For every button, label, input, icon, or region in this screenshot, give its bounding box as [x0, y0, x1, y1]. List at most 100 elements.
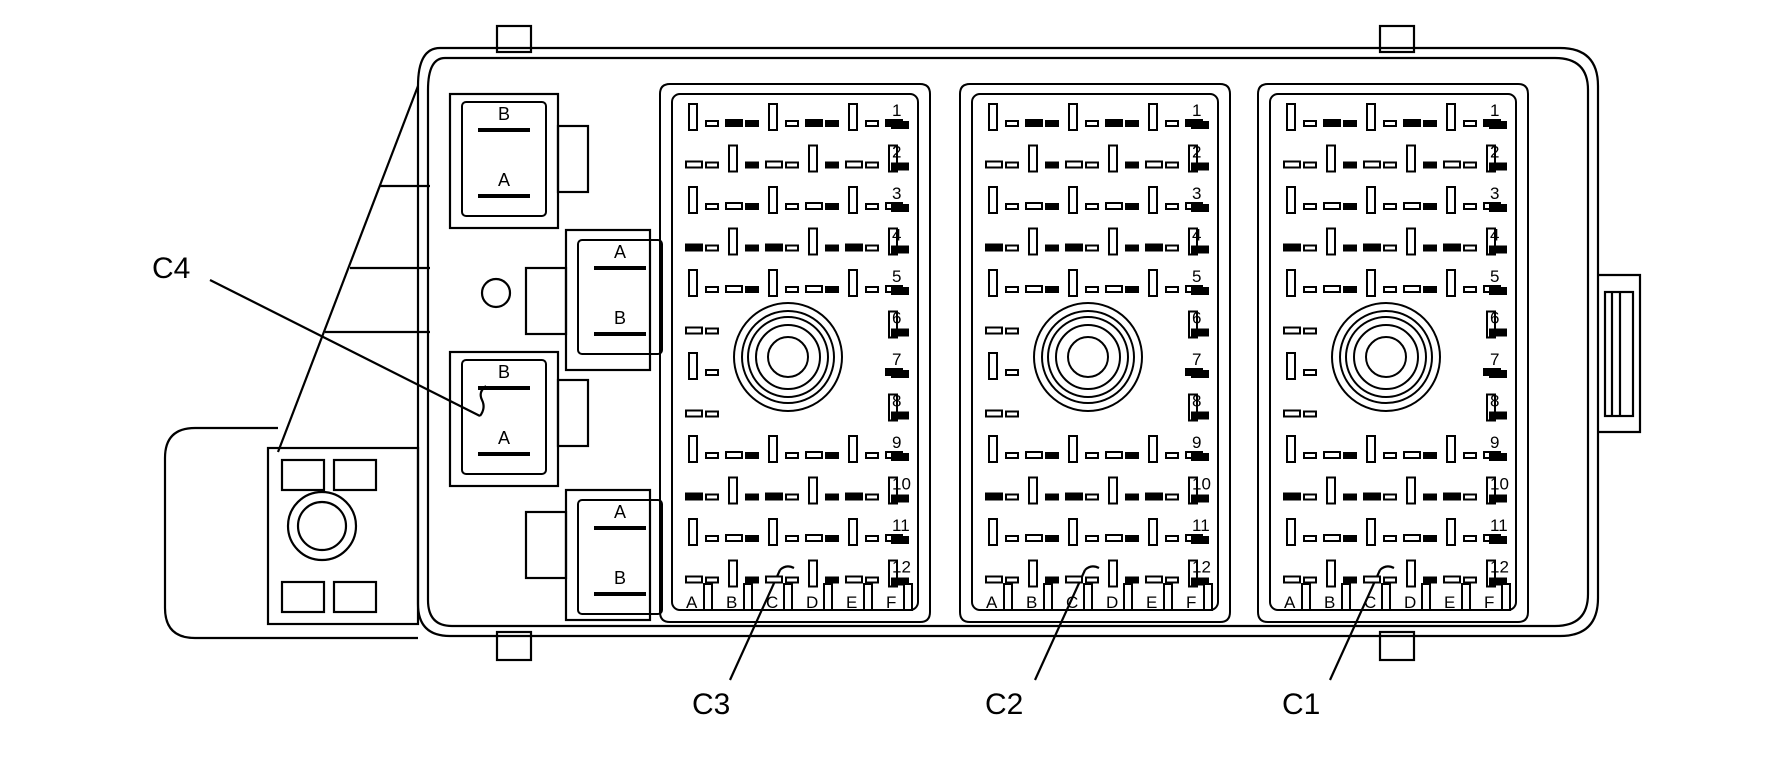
callout-c2: C2 [985, 688, 1023, 721]
terminal-slot [1341, 583, 1351, 611]
terminal-slot [1446, 435, 1456, 463]
terminal-slot [1005, 244, 1019, 252]
terminal-slot [1443, 243, 1461, 252]
connector-outer [659, 83, 931, 623]
c4-pin-label: A [498, 170, 510, 190]
left-block-bolt [286, 490, 358, 562]
terminal-slot [705, 203, 719, 210]
terminal-slot [1025, 285, 1043, 293]
row-label: 3 [1192, 184, 1201, 203]
terminal-slot [1403, 451, 1421, 459]
column-label: B [1324, 593, 1335, 612]
terminal-slot [891, 287, 909, 295]
connector-inner [971, 93, 1219, 611]
terminal-slot [1191, 411, 1209, 420]
row-label: 5 [892, 267, 901, 286]
terminal-slot [1145, 243, 1163, 252]
terminal-slot [705, 493, 719, 501]
terminal-slot [1145, 160, 1163, 169]
connector-outer [1257, 83, 1529, 623]
row-label: 9 [892, 433, 901, 452]
terminal-slot [825, 452, 839, 459]
terminal-slot [1283, 575, 1301, 584]
terminal-slot [1105, 451, 1123, 459]
row-label: 8 [1490, 392, 1499, 411]
terminal-slot [1025, 119, 1043, 127]
terminal-slot [825, 576, 839, 584]
terminal-slot [1068, 269, 1078, 297]
terminal-slot [725, 451, 743, 459]
terminal-slot [891, 328, 909, 337]
terminal-slot [1145, 492, 1163, 501]
terminal-slot [988, 103, 998, 131]
terminal-slot [1303, 410, 1317, 418]
terminal-slot [985, 160, 1003, 169]
terminal-slot [725, 534, 743, 542]
terminal-slot [805, 285, 823, 293]
terminal-slot [1406, 227, 1416, 256]
terminal-slot [705, 535, 719, 542]
terminal-slot [1486, 310, 1496, 339]
terminal-slot [1188, 559, 1198, 588]
terminal-slot [985, 409, 1003, 418]
terminal-slot [985, 575, 1003, 584]
terminal-slot [1085, 244, 1099, 252]
terminal-slot [1165, 535, 1179, 542]
terminal-slot [865, 535, 879, 542]
terminal-slot [768, 269, 778, 297]
c4-pin-label: A [614, 242, 626, 262]
terminal-slot [1366, 518, 1376, 546]
terminal-slot [1486, 393, 1496, 422]
terminal-slot [705, 161, 719, 169]
c4-pin-label: A [614, 502, 626, 522]
terminal-slot [1403, 534, 1421, 542]
terminal-slot [1423, 493, 1437, 501]
terminal-slot [1045, 576, 1059, 584]
c4-pin-label: B [614, 308, 626, 328]
terminal-slot [1406, 476, 1416, 505]
terminal-slot [1108, 227, 1118, 256]
terminal-slot [1085, 120, 1099, 127]
terminal-slot [891, 577, 909, 586]
terminal-slot [891, 204, 909, 212]
terminal-slot [825, 535, 839, 542]
terminal-slot [1203, 583, 1213, 611]
terminal-slot [1085, 452, 1099, 459]
row-label: 2 [1490, 143, 1499, 162]
terminal-slot [1403, 202, 1421, 210]
terminal-slot [1005, 410, 1019, 418]
terminal-slot [1363, 160, 1381, 169]
terminal-slot [725, 285, 743, 293]
terminal-slot [1191, 328, 1209, 337]
terminal-slot [865, 286, 879, 293]
column-label: A [986, 593, 998, 612]
row-label: 10 [892, 475, 911, 494]
column-label: D [806, 593, 818, 612]
c4-pin-label: B [614, 568, 626, 588]
terminal-slot [891, 245, 909, 254]
terminal-slot [685, 326, 703, 335]
terminal-slot [891, 121, 909, 129]
terminal-slot [1283, 492, 1301, 501]
row-label: 6 [1490, 309, 1499, 328]
terminal-slot [745, 203, 759, 210]
terminal-slot [1343, 244, 1357, 252]
terminal-slot [1286, 435, 1296, 463]
terminal-slot [685, 160, 703, 169]
terminal-slot [1065, 243, 1083, 252]
terminal-slot [888, 227, 898, 256]
terminal-slot [1489, 287, 1507, 295]
terminal-slot [1383, 452, 1397, 459]
terminal-slot [1423, 244, 1437, 252]
terminal-slot [1363, 575, 1381, 584]
terminal-slot [1486, 227, 1496, 256]
terminal-slot [1191, 536, 1209, 544]
terminal-slot [1028, 227, 1038, 256]
terminal-slot [688, 435, 698, 463]
c4-pin-label: B [498, 362, 510, 382]
terminal-slot [1489, 411, 1507, 420]
row-label: 1 [892, 101, 901, 120]
terminal-slot [765, 160, 783, 169]
